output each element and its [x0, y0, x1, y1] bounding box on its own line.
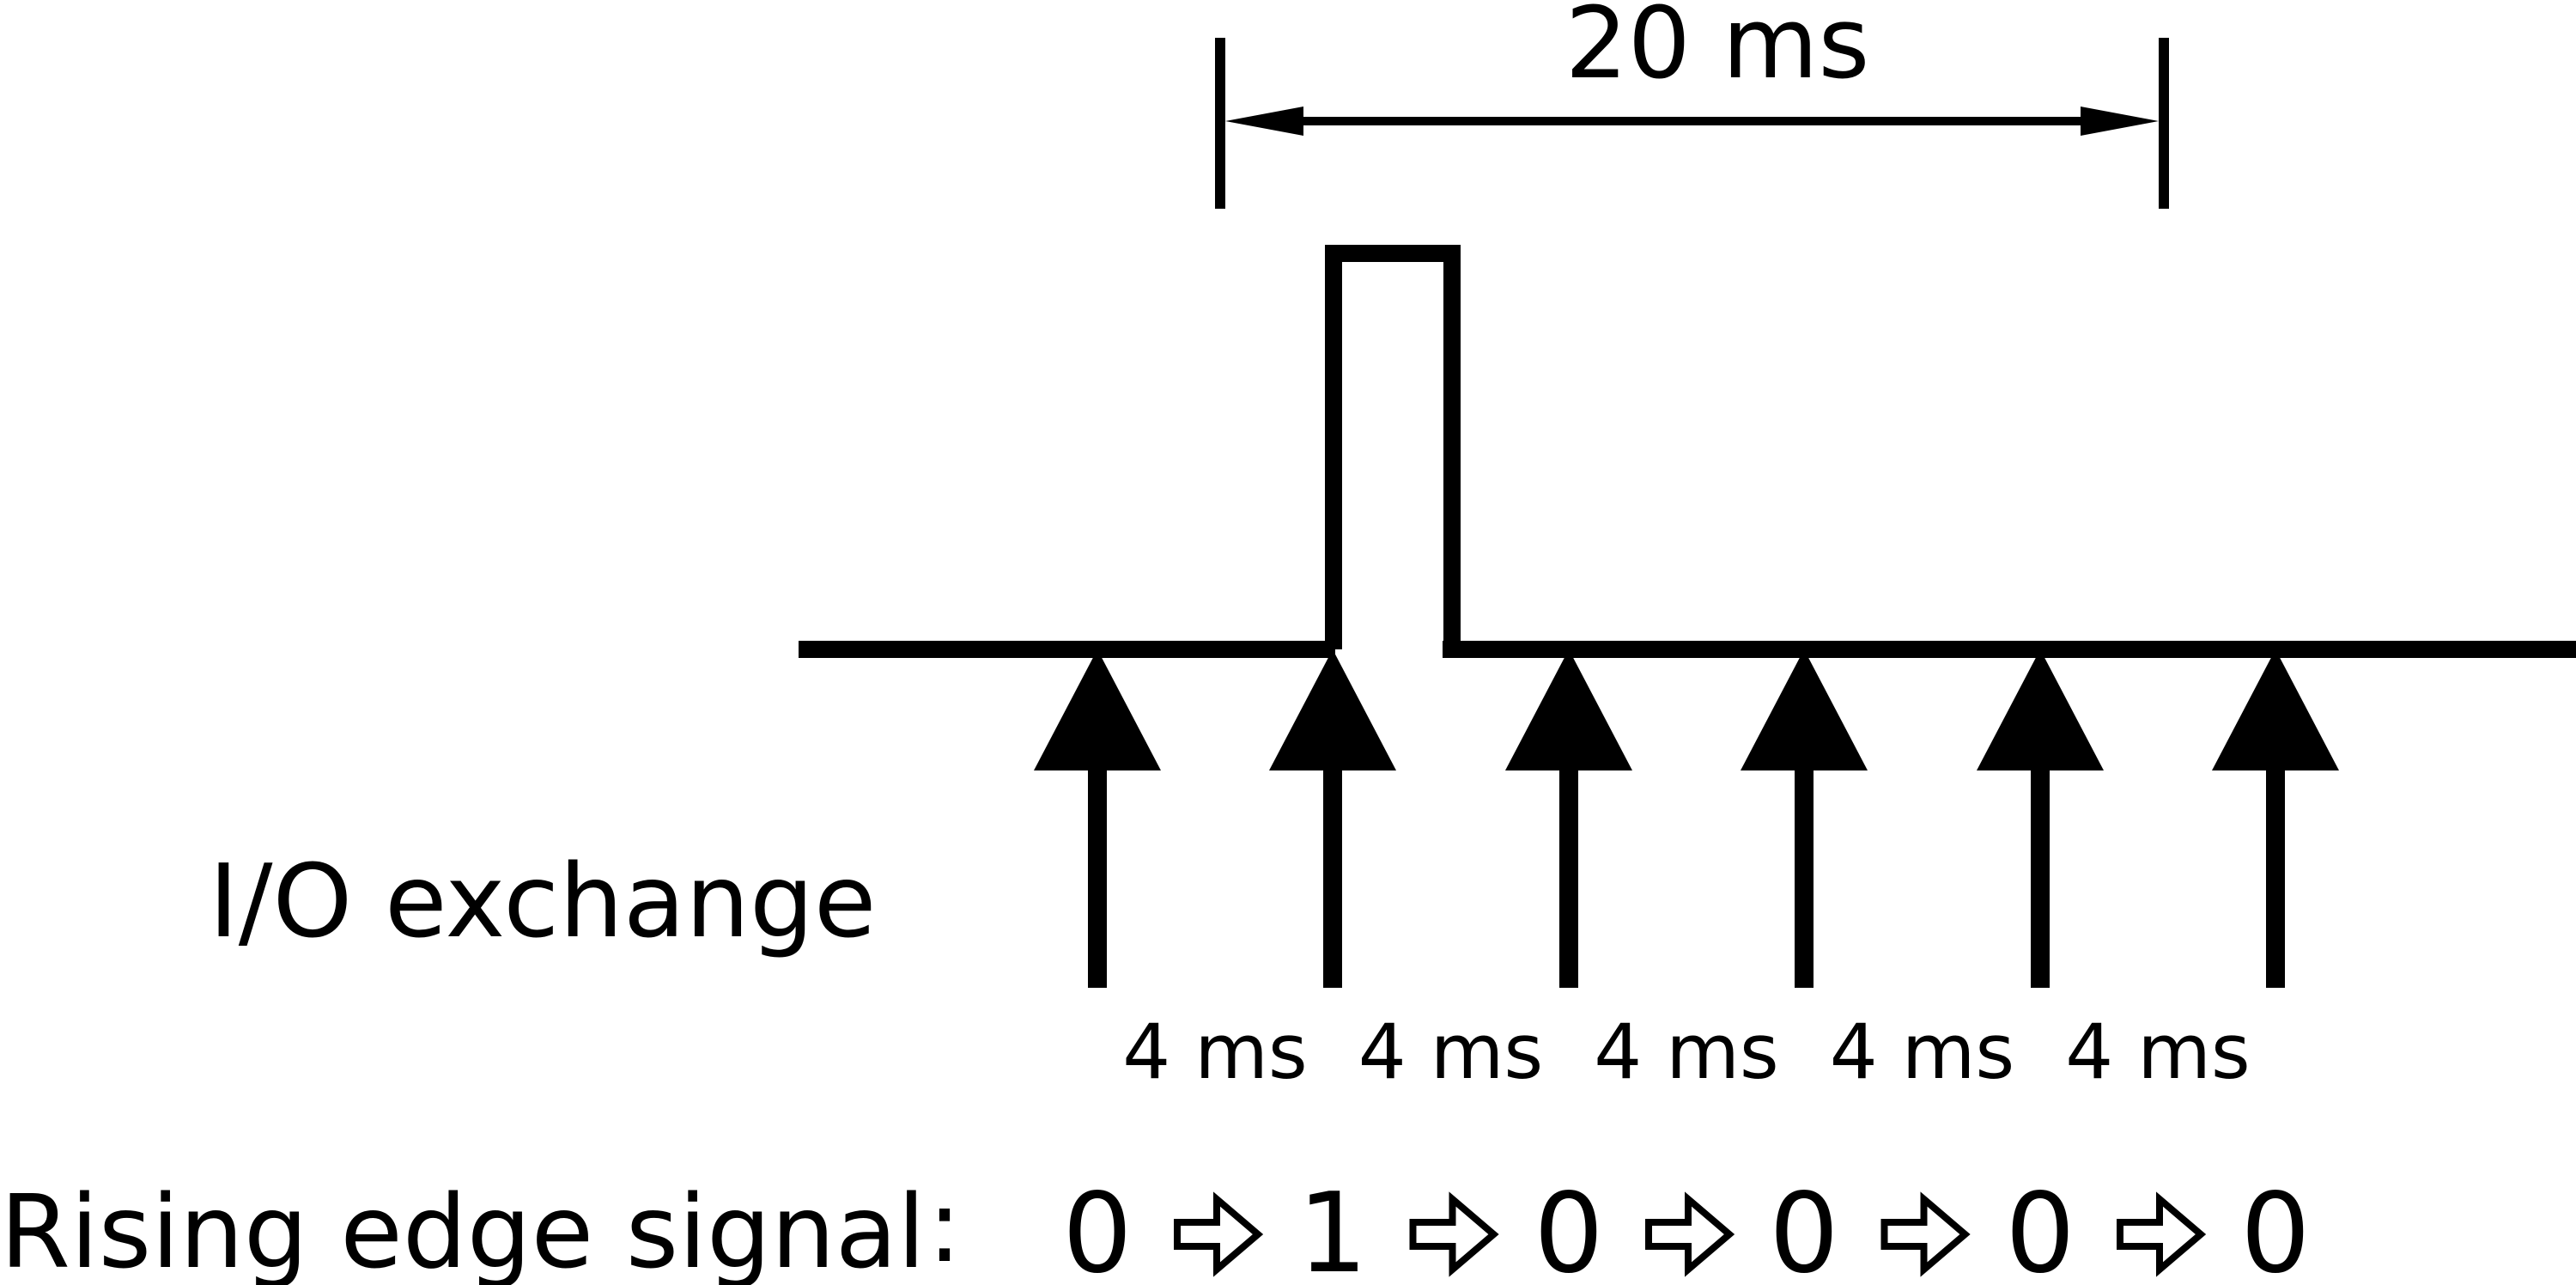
hollow-right-arrow-icon [1174, 1191, 1264, 1277]
signal-value: 0 [2240, 1170, 2310, 1285]
period-right-arrowhead [2081, 107, 2159, 136]
hollow-right-arrow-icon [1880, 1191, 1971, 1277]
up-arrow-icon [1977, 649, 2104, 988]
period-dimension: 20 ms [1215, 0, 2169, 209]
io-exchange-label: I/O exchange [209, 842, 877, 960]
signal-values: 0 1 0 0 0 0 [1062, 1170, 2310, 1285]
period-left-arrowhead [1225, 107, 1303, 136]
hollow-right-arrow-icon [1409, 1191, 1499, 1277]
interval-label: 4 ms [1830, 1008, 2015, 1096]
sample-arrows [1034, 649, 2339, 988]
signal-separator: : [927, 1166, 962, 1285]
signal-value: 1 [1297, 1170, 1367, 1285]
hollow-right-arrow-icon [2117, 1191, 2207, 1277]
transition-arrows [1174, 1191, 2207, 1277]
interval-label: 4 ms [1122, 1008, 1308, 1096]
pulse [1325, 245, 1461, 649]
signal-caption: Rising edge signal [0, 1172, 926, 1285]
up-arrow-icon [1034, 649, 1161, 988]
period-label: 20 ms [1565, 0, 1870, 101]
interval-label: 4 ms [1594, 1008, 1779, 1096]
signal-value: 0 [1062, 1170, 1132, 1285]
up-arrow-icon [2212, 649, 2339, 988]
hollow-right-arrow-icon [1645, 1191, 1735, 1277]
interval-label: 4 ms [1358, 1008, 1544, 1096]
interval-label: 4 ms [2065, 1008, 2251, 1096]
up-arrow-icon [1505, 649, 1632, 988]
signal-value: 0 [2005, 1170, 2075, 1285]
signal-value: 0 [1534, 1170, 1603, 1285]
interval-labels: 4 ms 4 ms 4 ms 4 ms 4 ms [1122, 1008, 2251, 1096]
signal-waveform [799, 245, 2576, 658]
signal-value: 0 [1769, 1170, 1838, 1285]
up-arrow-icon [1269, 649, 1396, 988]
up-arrow-icon [1741, 649, 1868, 988]
